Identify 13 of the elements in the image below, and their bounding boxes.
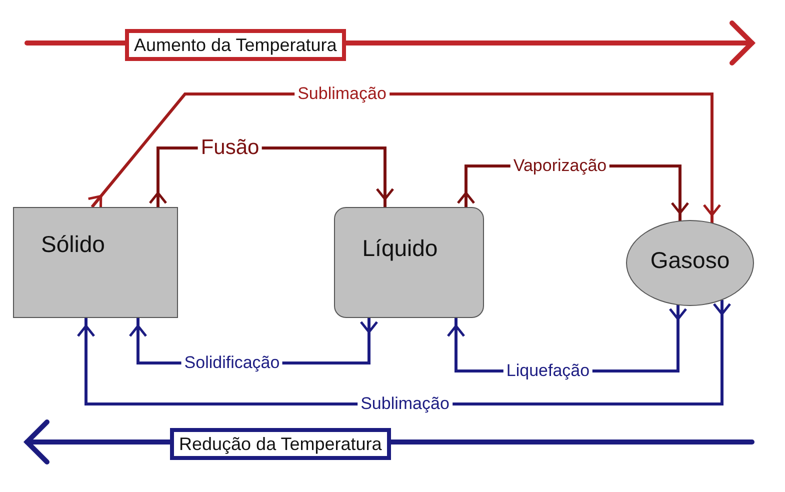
edge-label: Solidificação: [181, 353, 283, 373]
edge-label: Liquefação: [503, 361, 593, 381]
temperature-label: Redução da Temperatura: [170, 428, 391, 460]
state-label: Sólido: [41, 231, 105, 258]
state-box: [13, 207, 178, 318]
arrow: [76, 300, 732, 406]
edge-label: Vaporização: [510, 156, 610, 176]
edge-label: Sublimação: [358, 394, 452, 414]
edge-label: Sublimação: [294, 84, 390, 104]
temperature-label: Aumento da Temperatura: [125, 29, 346, 61]
state-label: Líquido: [362, 235, 438, 262]
state-label: Gasoso: [650, 246, 730, 274]
state-box: [334, 207, 484, 318]
